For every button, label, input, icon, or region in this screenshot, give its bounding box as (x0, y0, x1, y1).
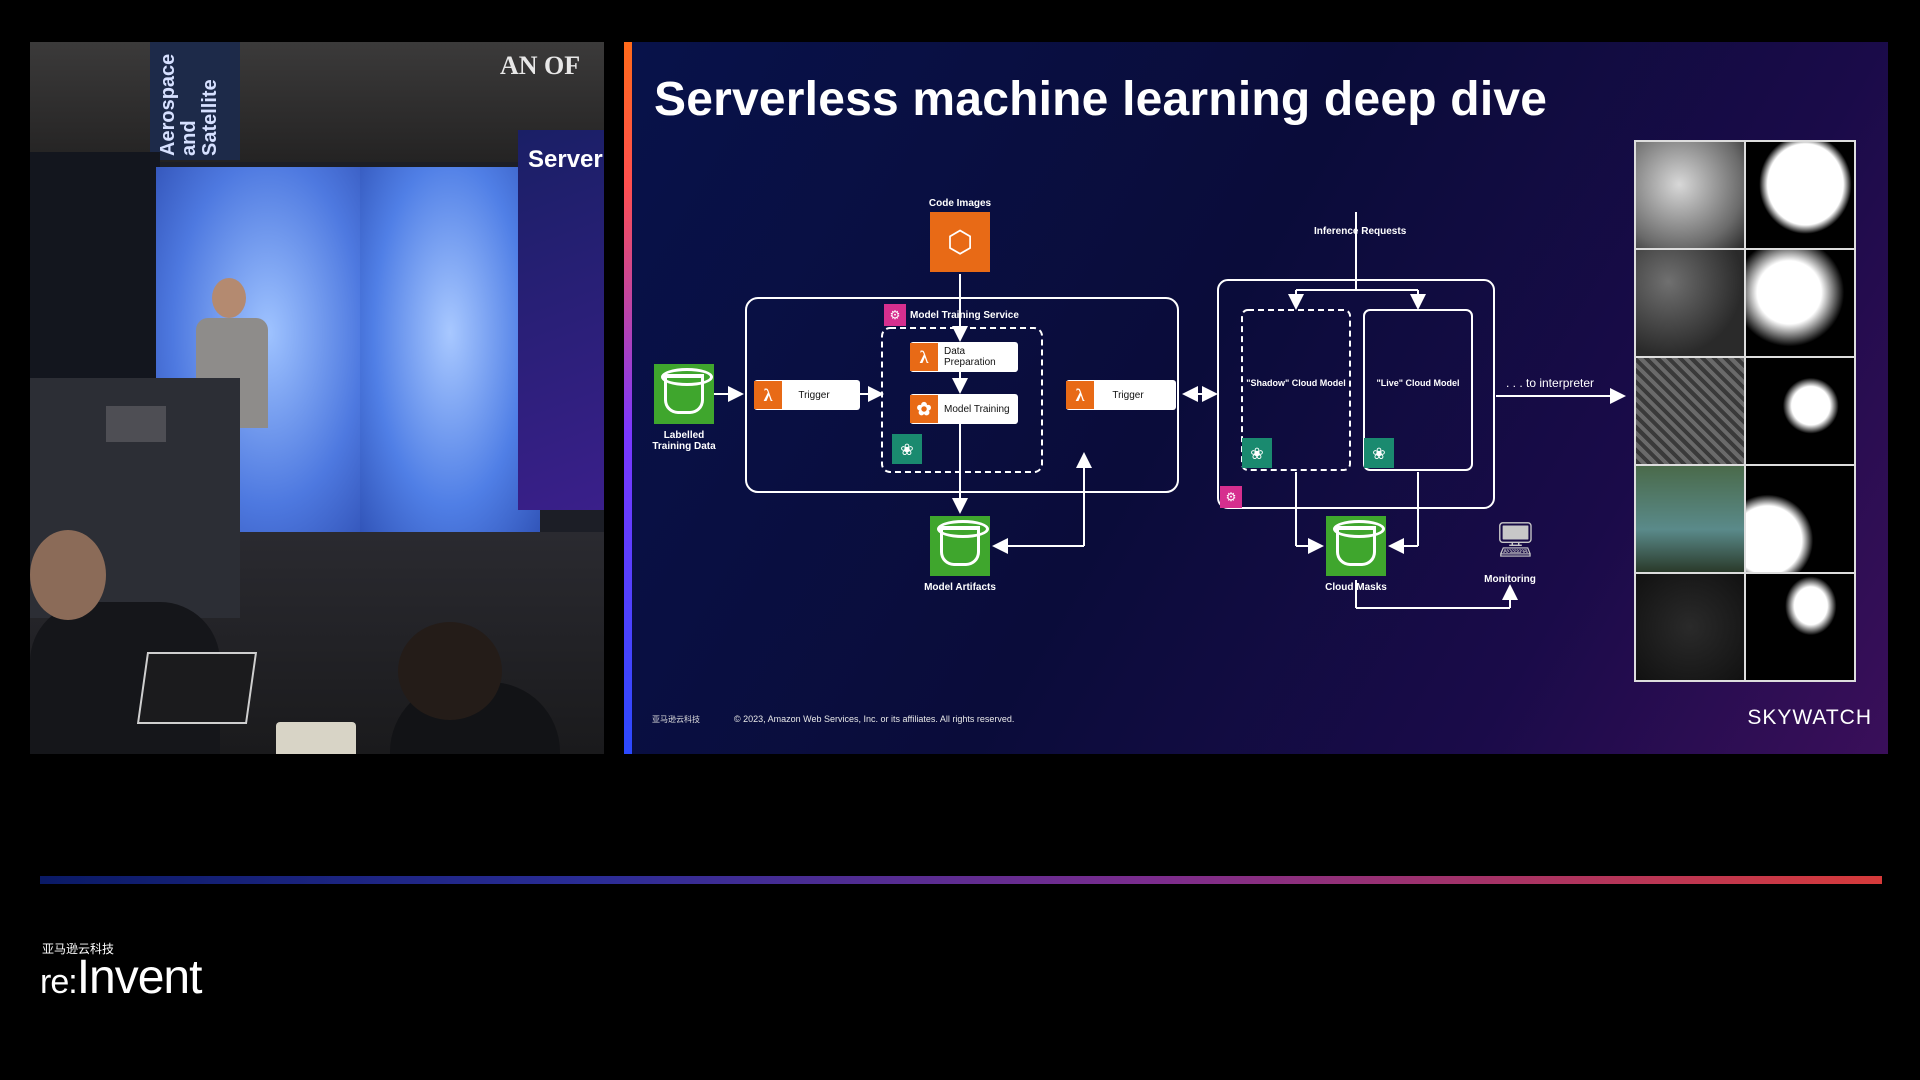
speaker-head (212, 278, 246, 318)
slide-accent-bar (624, 42, 632, 754)
to-interpreter-label: . . . to interpreter (1506, 376, 1595, 390)
audience-member-left-head (30, 530, 106, 620)
sagemaker-live-model-icon: ❀ (1364, 438, 1394, 468)
projected-slide (518, 130, 604, 510)
stage-screen-right (360, 167, 540, 535)
lambda-icon: λ (1066, 381, 1094, 409)
code-images-label: Code Images (928, 198, 992, 209)
trigger-right-label: Trigger (1112, 389, 1144, 401)
venue-sign: AN OF (500, 51, 581, 80)
labelled-training-data-label: Labelled Training Data (652, 430, 716, 452)
model-artifacts-bucket-icon (930, 516, 990, 576)
model-training-service-label: Model Training Service (910, 310, 1019, 321)
satellite-image-tile (1636, 574, 1744, 680)
slide-title: Serverless machine learning deep dive (654, 73, 1548, 126)
podium-monitor (106, 406, 166, 442)
trigger-left-node: λ Trigger (754, 380, 860, 410)
trigger-right-node: λ Trigger (1066, 380, 1176, 410)
satellite-image-mosaic (1634, 140, 1856, 682)
skywatch-logo: SKYWATCH (1747, 706, 1872, 729)
event-cn-name: 亚马逊云科技 (42, 942, 115, 956)
laptop (136, 652, 258, 724)
labelled-data-bucket-icon (654, 364, 714, 424)
reinvent-prefix: re: (40, 963, 78, 1001)
cloud-masks-label: Cloud Masks (1325, 582, 1387, 593)
inference-requests-label: Inference Requests (1314, 226, 1407, 237)
ceiling (30, 42, 604, 162)
model-training-label: Model Training (944, 403, 1010, 415)
sagemaker-model-icon: ❀ (892, 434, 922, 464)
cloud-masks-bucket-icon (1326, 516, 1386, 576)
shadow-model-box (1241, 309, 1351, 471)
trigger-left-label: Trigger (798, 389, 830, 401)
presentation-slide: Serverless machine learning deep dive (624, 42, 1888, 754)
reinvent-main: Invent (76, 951, 203, 1004)
monitor-icon: 🖥 (1494, 520, 1538, 560)
cloud-mask-tile (1746, 358, 1854, 464)
sagemaker-shadow-model-icon: ❀ (1242, 438, 1272, 468)
camera-video-panel: Aerospace and Satellite AN OF Server (30, 42, 604, 754)
container-registry-icon: ⬡ (930, 212, 990, 272)
projected-slide-title: Server (528, 146, 603, 173)
hanging-banner (150, 42, 240, 160)
satellite-image-tile (1636, 250, 1744, 356)
architecture-diagram (710, 212, 1626, 609)
satellite-image-tile (1636, 466, 1744, 572)
live-model-box (1363, 309, 1473, 471)
monitoring-label: Monitoring (1484, 574, 1536, 585)
copyright-notice: © 2023, Amazon Web Services, Inc. or its… (734, 714, 1015, 724)
data-preparation-node: λ Data Preparation (910, 342, 1018, 372)
model-artifacts-label: Model Artifacts (924, 582, 996, 593)
aws-cn-logo: 亚马逊云科技 (652, 715, 700, 724)
shadow-model-label: "Shadow" Cloud Model (1246, 378, 1346, 388)
audience-chair (276, 722, 356, 754)
inference-box (1217, 279, 1495, 509)
lambda-icon: λ (754, 381, 782, 409)
cloud-mask-tile (1746, 466, 1854, 572)
satellite-image-tile (1636, 358, 1744, 464)
cloud-mask-tile (1746, 574, 1854, 680)
banner-text: Aerospace and Satellite (157, 53, 221, 156)
audience-member-right-head (398, 622, 502, 720)
model-training-node: ✿ Model Training (910, 394, 1018, 424)
brand-gradient-bar (40, 876, 1882, 884)
sagemaker-service-icon: ⚙ (884, 304, 906, 326)
sagemaker-training-icon: ✿ (910, 395, 938, 423)
live-model-label: "Live" Cloud Model (1376, 378, 1460, 388)
cloud-mask-tile (1746, 250, 1854, 356)
reinvent-logo: re:Invent (40, 950, 203, 1005)
cloud-mask-tile (1746, 142, 1854, 248)
sagemaker-endpoint-icon: ⚙ (1220, 486, 1242, 508)
lambda-icon: λ (910, 343, 938, 371)
training-pipeline-box (745, 297, 1179, 493)
satellite-image-tile (1636, 142, 1744, 248)
data-preparation-label: Data Preparation (944, 346, 996, 368)
